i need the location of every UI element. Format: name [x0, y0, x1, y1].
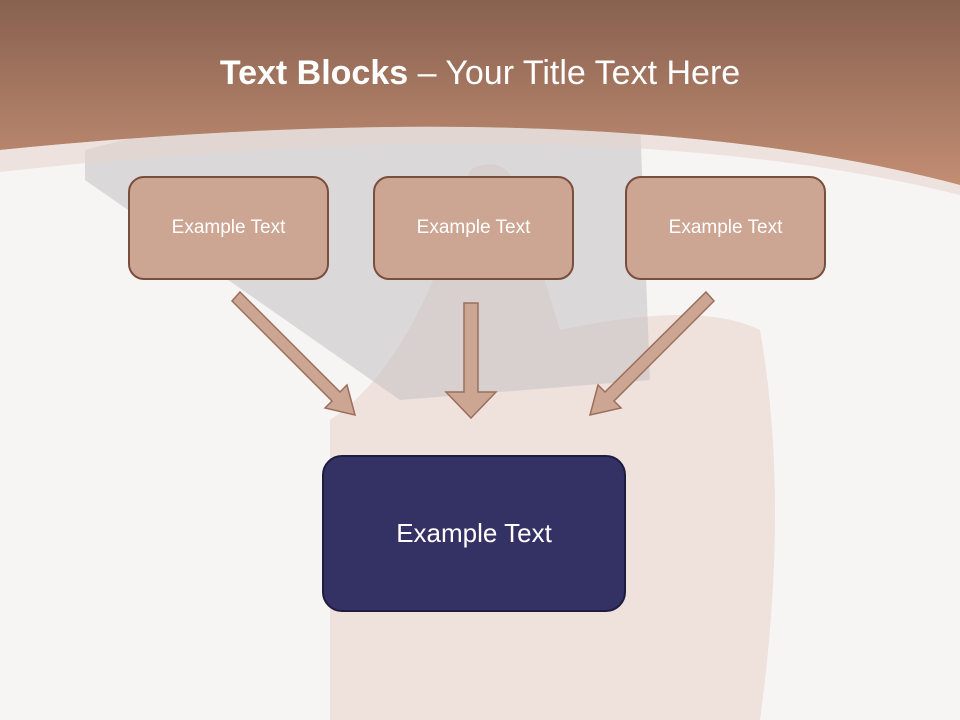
result-block: Example Text — [322, 455, 626, 612]
header-arc — [0, 126, 960, 195]
arrow-left — [230, 290, 357, 417]
text-block-3: Example Text — [625, 176, 826, 280]
text-block-1: Example Text — [128, 176, 329, 280]
text-block-2: Example Text — [373, 176, 574, 280]
title-bold: Text Blocks — [219, 54, 409, 92]
arrow-right — [588, 290, 716, 417]
slide-title: Text Blocks – Your Title Text Here — [0, 54, 960, 93]
header-band — [0, 0, 960, 185]
title-rest: – Your Title Text Here — [408, 54, 741, 92]
arrow-center — [444, 302, 498, 420]
